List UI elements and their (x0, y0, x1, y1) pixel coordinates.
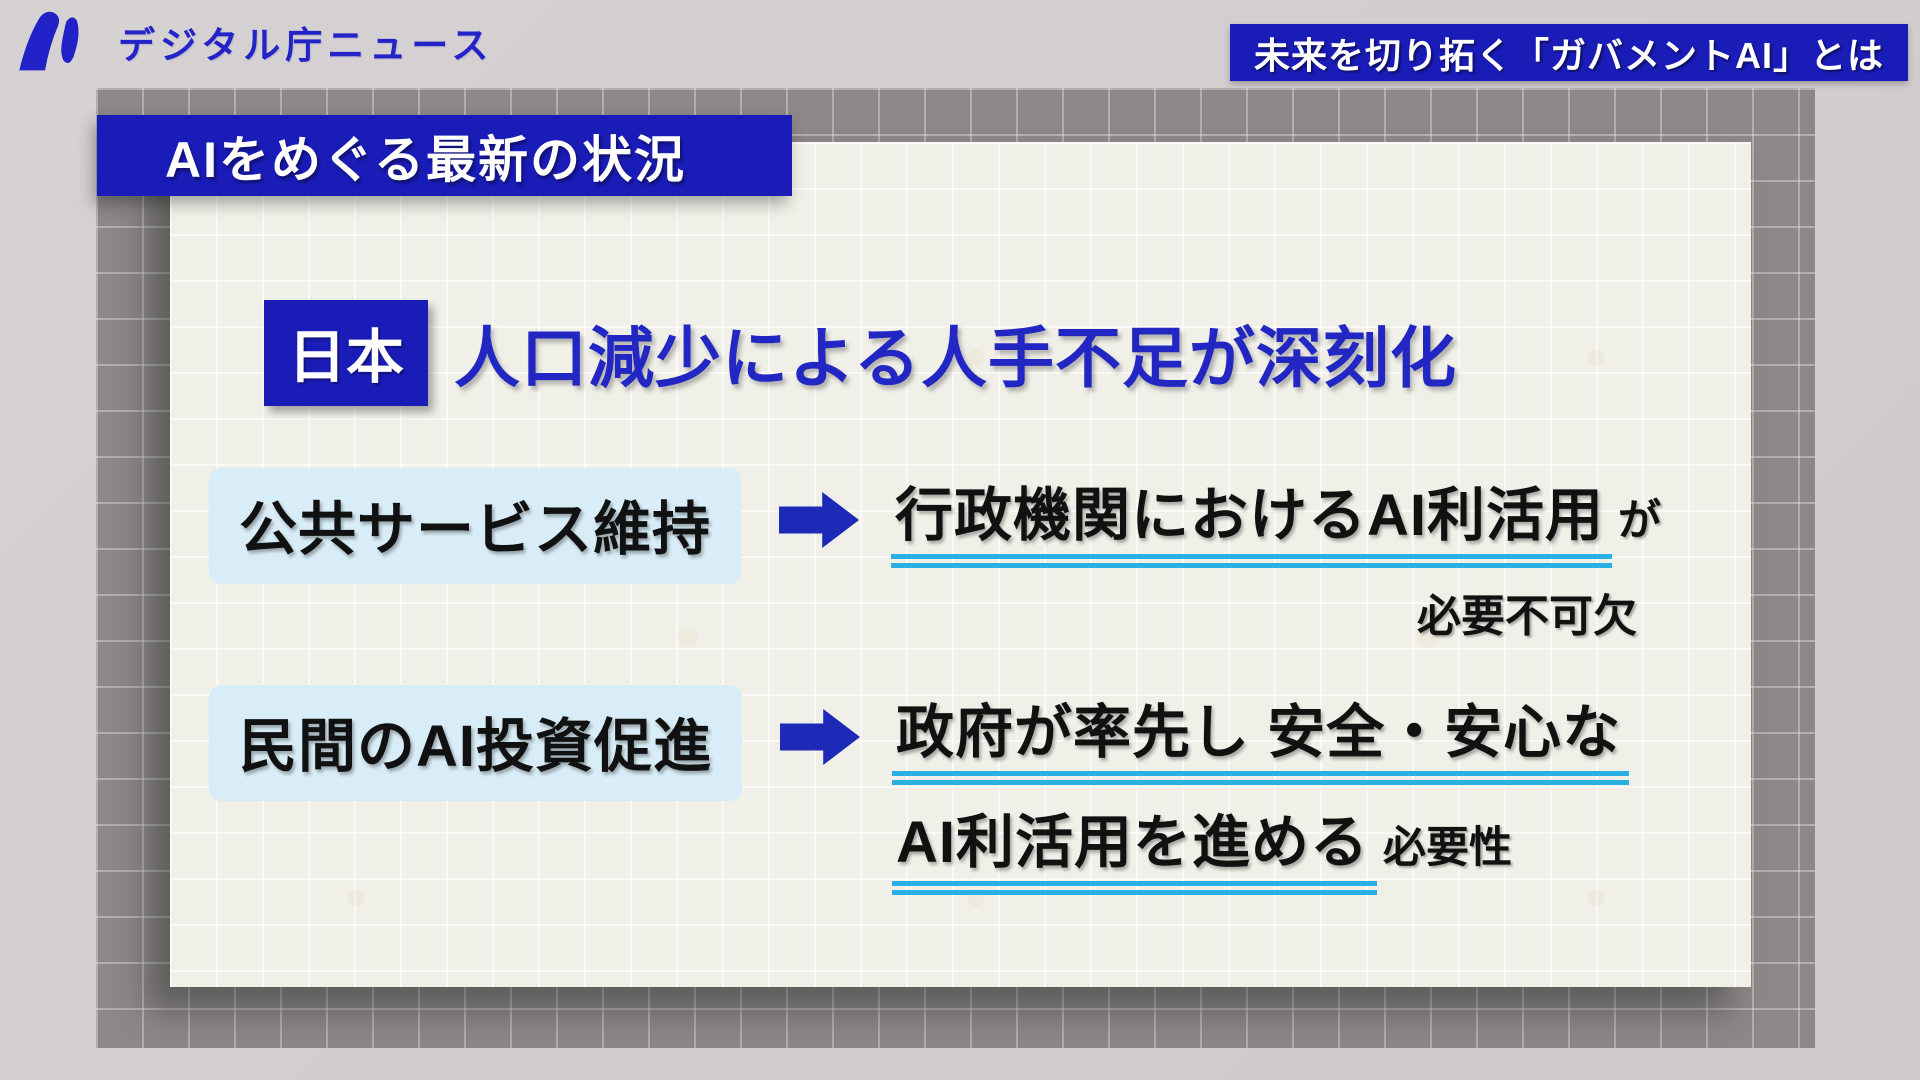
row-private-investment: 民間のAI投資促進 政府が率先し 安全・安心な AI利活用を進める必要性 (209, 685, 1629, 895)
row-result: 政府が率先し 安全・安心な AI利活用を進める必要性 (892, 685, 1629, 895)
brand-title: デジタル庁ニュース (118, 25, 494, 66)
underlined-text: AI利活用を進める (892, 795, 1377, 895)
section-title-label: AIをめぐる最新の状況 (165, 131, 686, 188)
suffix-text: 必要性 (1383, 824, 1513, 872)
result-subline: 必要不可欠 (1417, 592, 1638, 641)
underlined-text: 政府が率先し 安全・安心な (892, 685, 1629, 785)
country-tag: 日本 (264, 300, 429, 406)
arrow-right-icon (780, 709, 861, 765)
headline-text: 人口減少による人手不足が深刻化 (454, 321, 1458, 395)
row-label: 民間のAI投資促進 (209, 685, 743, 801)
suffix-text: が (1618, 497, 1662, 545)
row-public-services: 公共サービス維持 行政機関におけるAI利活用が 必要不可欠 (209, 468, 1661, 644)
row-result: 行政機関におけるAI利活用が 必要不可欠 (891, 468, 1661, 644)
headline: 日本 人口減少による人手不足が深刻化 (264, 300, 1457, 406)
result-line: 行政機関におけるAI利活用が (891, 468, 1661, 568)
topic-banner: 未来を切り拓く「ガバメントAI」とは (1229, 24, 1908, 81)
digital-agency-logo (19, 11, 79, 71)
result-line: 政府が率先し 安全・安心な (892, 685, 1629, 785)
brand: デジタル庁ニュース (14, 6, 493, 78)
underlined-text: 行政機関におけるAI利活用 (891, 468, 1612, 568)
backdrop-grid: 日本 人口減少による人手不足が深刻化 公共サービス維持 行政機関におけるAI利活… (96, 88, 1815, 1048)
header-bar: デジタル庁ニュース 未来を切り拓く「ガバメントAI」とは (0, 0, 1920, 88)
result-line: AI利活用を進める必要性 (892, 795, 1629, 895)
row-label: 公共サービス維持 (209, 468, 742, 584)
section-title-banner: AIをめぐる最新の状況 (97, 115, 792, 196)
slide-card: 日本 人口減少による人手不足が深刻化 公共サービス維持 行政機関におけるAI利活… (170, 142, 1751, 987)
arrow-right-icon (779, 492, 860, 548)
topic-banner-label: 未来を切り拓く「ガバメントAI」とは (1253, 34, 1884, 76)
